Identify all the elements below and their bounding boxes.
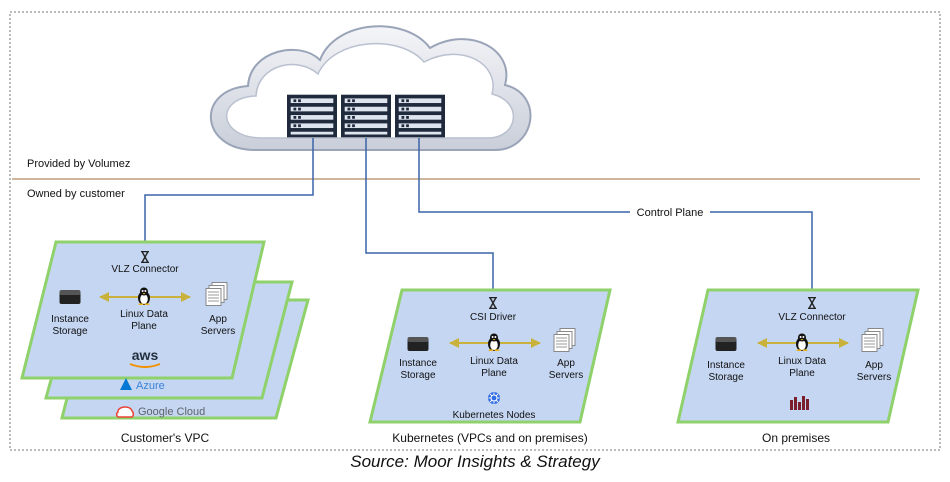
zone-provided-label: Provided by Volumez — [27, 158, 130, 170]
outer-frame — [9, 11, 941, 451]
app-servers-icon — [205, 282, 228, 306]
vpc-dataplane-label-1: Linux Data — [120, 309, 168, 320]
app-servers-icon — [861, 328, 884, 352]
app-servers-icon — [553, 328, 576, 352]
onprem-storage-label-2: Storage — [708, 372, 743, 383]
instance-storage-icon — [407, 337, 429, 351]
volumez-server-rack-icon — [341, 94, 391, 138]
k8s-dataplane-label-2: Plane — [481, 368, 507, 379]
aws-panel — [20, 240, 266, 380]
instance-storage-icon — [715, 337, 737, 351]
vpc-servers-label-1: App — [209, 314, 227, 325]
vpc-caption: Customer's VPC — [121, 431, 210, 445]
vpc-storage-label-2: Storage — [52, 326, 87, 337]
vpc-connector-label: VLZ Connector — [111, 264, 179, 275]
aws-logo-text: aws — [132, 347, 159, 363]
zone-owned-label: Owned by customer — [27, 188, 125, 200]
onprem-servers-label-1: App — [865, 360, 883, 371]
kubernetes-panel — [368, 288, 612, 424]
onprem-dataplane-label-1: Linux Data — [778, 356, 826, 367]
kubernetes-wheel-icon — [488, 392, 500, 404]
azure-logo-icon — [120, 378, 132, 390]
volumez-server-rack-icon — [287, 94, 337, 138]
on-premises-rack-icon — [790, 396, 809, 410]
control-plane-label: Control Plane — [637, 207, 704, 219]
k8s-storage-label-1: Instance — [399, 358, 437, 369]
onprem-connector-label: VLZ Connector — [778, 312, 846, 323]
aws-smile-icon — [129, 363, 161, 368]
onprem-caption: On premises — [762, 431, 830, 445]
k8s-nodes-label: Kubernetes Nodes — [453, 410, 536, 421]
google-cloud-logo-text: Google Cloud — [138, 406, 205, 418]
k8s-caption: Kubernetes (VPCs and on premises) — [392, 431, 587, 445]
vpc-servers-label-2: Servers — [201, 326, 235, 337]
connection-lines — [144, 138, 813, 300]
instance-storage-icon — [59, 290, 81, 304]
vpc-storage-label-1: Instance — [51, 314, 89, 325]
onprem-servers-label-2: Servers — [857, 372, 891, 383]
k8s-dataplane-label-1: Linux Data — [470, 356, 518, 367]
k8s-storage-label-2: Storage — [400, 370, 435, 381]
source-caption: Source: Moor Insights & Strategy — [350, 452, 600, 471]
azure-logo-text: Azure — [136, 380, 165, 392]
k8s-servers-label-2: Servers — [549, 370, 583, 381]
k8s-servers-label-1: App — [557, 358, 575, 369]
google-cloud-icon — [115, 406, 135, 418]
vpc-dataplane-label-2: Plane — [131, 321, 157, 332]
on-premises-panel — [676, 288, 920, 424]
volumez-server-rack-icon — [395, 94, 445, 138]
onprem-storage-label-1: Instance — [707, 360, 745, 371]
k8s-connector-label: CSI Driver — [470, 312, 517, 323]
onprem-dataplane-label-2: Plane — [789, 368, 815, 379]
